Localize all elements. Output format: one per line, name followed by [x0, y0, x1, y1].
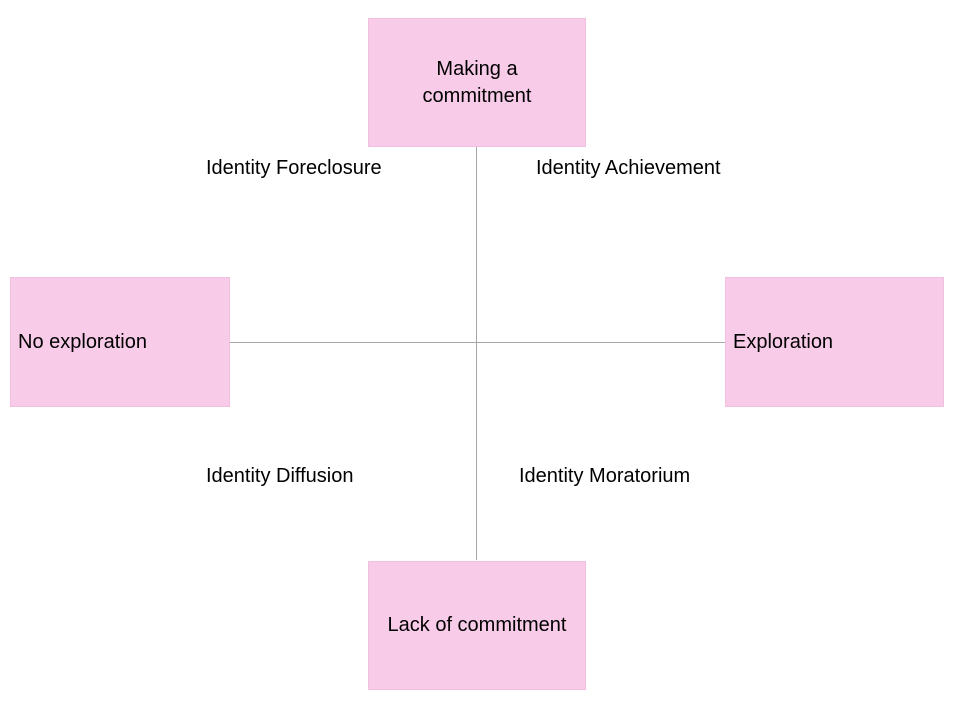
identity-moratorium-label: Identity Moratorium: [519, 465, 691, 487]
horizontal-axis-line: [230, 342, 725, 343]
lack-of-commitment-box: Lack of commitment: [368, 561, 586, 690]
no-exploration-box: No exploration: [10, 277, 230, 407]
vertical-axis-line: [476, 147, 477, 560]
making-commitment-box: Making a commitment: [368, 18, 586, 147]
exploration-label: Exploration: [733, 330, 834, 353]
lack-of-commitment-label: Lack of commitment: [387, 614, 567, 636]
identity-diffusion-label: Identity Diffusion: [206, 465, 354, 487]
no-exploration-label: No exploration: [18, 330, 147, 353]
identity-achievement-label: Identity Achievement: [536, 157, 721, 179]
making-commitment-label: Making a commitment: [422, 57, 532, 107]
exploration-box: Exploration: [725, 277, 944, 407]
identity-foreclosure-label: Identity Foreclosure: [206, 157, 382, 179]
